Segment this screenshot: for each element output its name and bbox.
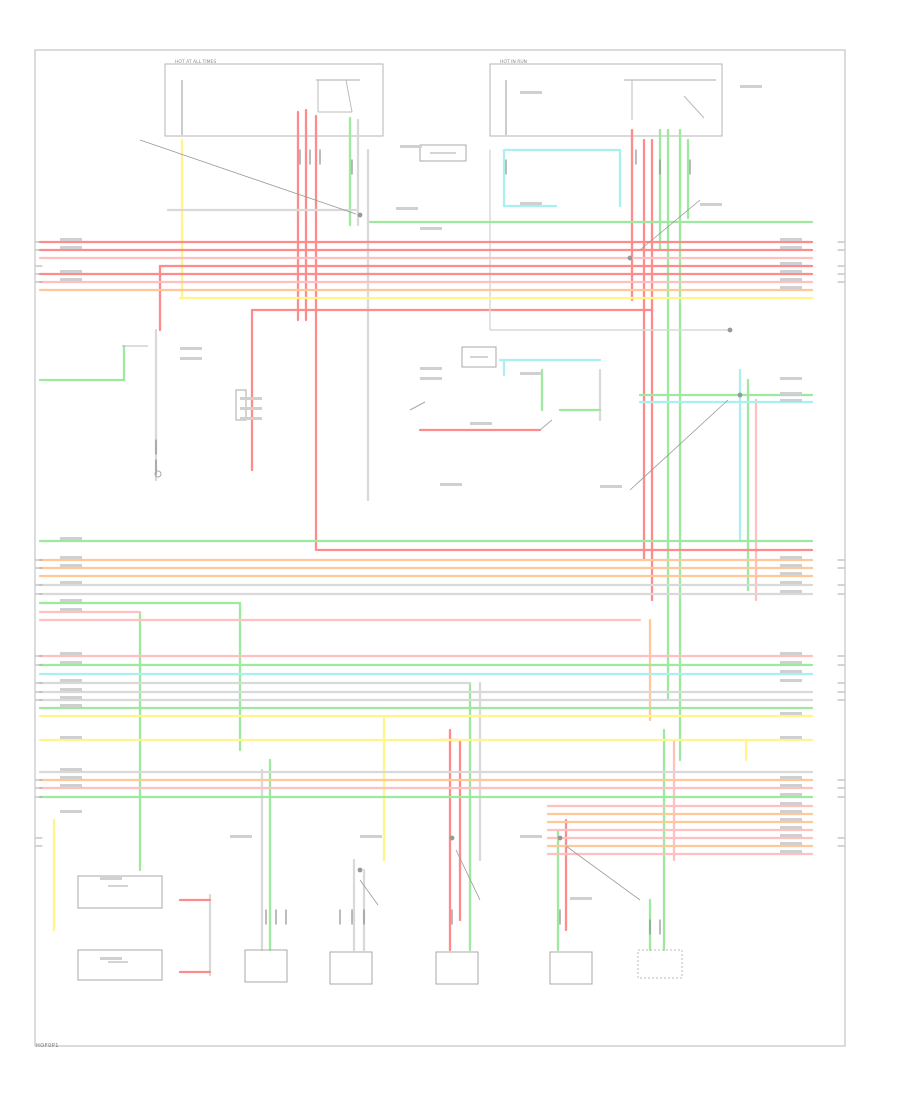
label-block-5 bbox=[780, 246, 802, 249]
bottom-components bbox=[244, 949, 683, 985]
connector-stubs bbox=[155, 149, 691, 935]
label-block-70 bbox=[396, 207, 418, 210]
label-block-13 bbox=[60, 581, 82, 584]
fuse-panel-right-label: HOT IN RUN bbox=[500, 59, 527, 65]
sensor-element-left bbox=[122, 345, 247, 478]
edge-terminal-ticks bbox=[35, 241, 845, 847]
label-block-8 bbox=[780, 278, 802, 281]
label-block-25 bbox=[60, 784, 82, 787]
diagram-border bbox=[34, 49, 846, 1047]
label-block-57 bbox=[240, 407, 262, 410]
label-block-9 bbox=[780, 286, 802, 289]
label-block-15 bbox=[60, 608, 82, 611]
label-block-2 bbox=[60, 270, 82, 273]
label-block-52 bbox=[420, 367, 442, 370]
label-block-26 bbox=[60, 810, 82, 813]
label-block-1 bbox=[60, 246, 82, 249]
label-block-36 bbox=[780, 712, 802, 715]
fuse-panel-left: HOT AT ALL TIMES bbox=[164, 59, 384, 137]
label-block-54 bbox=[520, 372, 542, 375]
label-block-3 bbox=[60, 278, 82, 281]
label-block-40 bbox=[780, 793, 802, 796]
fuse-panel-left-label: HOT AT ALL TIMES bbox=[175, 59, 216, 65]
label-block-56 bbox=[240, 397, 262, 400]
fuse-panel-right: HOT IN RUN bbox=[489, 59, 723, 137]
label-block-11 bbox=[60, 556, 82, 559]
label-block-0 bbox=[60, 238, 82, 241]
label-block-45 bbox=[780, 834, 802, 837]
label-block-20 bbox=[60, 696, 82, 699]
label-block-60 bbox=[180, 357, 202, 360]
label-block-53 bbox=[420, 377, 442, 380]
label-block-58 bbox=[240, 417, 262, 420]
label-block-21 bbox=[60, 704, 82, 707]
label-block-7 bbox=[780, 270, 802, 273]
label-block-73 bbox=[740, 85, 762, 88]
label-block-66 bbox=[570, 897, 592, 900]
label-block-4 bbox=[780, 238, 802, 241]
label-block-30 bbox=[780, 581, 802, 584]
page-id: HOF0P1 bbox=[36, 1043, 59, 1049]
label-block-46 bbox=[780, 842, 802, 845]
label-block-61 bbox=[100, 877, 122, 880]
label-block-63 bbox=[230, 835, 252, 838]
label-block-35 bbox=[780, 679, 802, 682]
label-block-12 bbox=[60, 564, 82, 567]
label-block-27 bbox=[780, 556, 802, 559]
label-blocks bbox=[60, 85, 802, 960]
label-block-74 bbox=[520, 91, 542, 94]
label-block-24 bbox=[60, 776, 82, 779]
label-block-67 bbox=[600, 485, 622, 488]
label-block-41 bbox=[780, 802, 802, 805]
label-block-28 bbox=[780, 564, 802, 567]
label-block-14 bbox=[60, 599, 82, 602]
label-block-18 bbox=[60, 679, 82, 682]
relay-box-upper bbox=[419, 144, 467, 162]
label-block-42 bbox=[780, 810, 802, 813]
label-block-23 bbox=[60, 768, 82, 771]
label-block-33 bbox=[780, 661, 802, 664]
horizontal-wires bbox=[38, 208, 814, 856]
label-block-19 bbox=[60, 688, 82, 691]
label-block-39 bbox=[780, 784, 802, 787]
label-block-34 bbox=[780, 670, 802, 673]
label-block-43 bbox=[780, 818, 802, 821]
label-block-44 bbox=[780, 826, 802, 829]
label-block-59 bbox=[180, 347, 202, 350]
leader-lines bbox=[139, 139, 729, 906]
label-block-62 bbox=[100, 957, 122, 960]
pressure-switch-boxes bbox=[77, 875, 163, 981]
label-block-16 bbox=[60, 652, 82, 655]
label-block-65 bbox=[520, 835, 542, 838]
label-block-49 bbox=[780, 392, 802, 395]
label-block-68 bbox=[440, 483, 462, 486]
label-block-48 bbox=[780, 377, 802, 380]
label-block-51 bbox=[520, 202, 542, 205]
label-block-31 bbox=[780, 590, 802, 593]
label-block-37 bbox=[780, 736, 802, 739]
switch-symbol-mid bbox=[409, 346, 553, 431]
label-block-71 bbox=[420, 227, 442, 230]
label-block-72 bbox=[700, 203, 722, 206]
label-block-38 bbox=[780, 776, 802, 779]
label-block-6 bbox=[780, 262, 802, 265]
label-block-10 bbox=[60, 537, 82, 540]
label-block-29 bbox=[780, 572, 802, 575]
label-block-17 bbox=[60, 661, 82, 664]
label-block-50 bbox=[780, 399, 802, 402]
label-block-69 bbox=[400, 145, 422, 148]
label-block-22 bbox=[60, 736, 82, 739]
splice-points bbox=[357, 212, 743, 873]
label-block-55 bbox=[470, 422, 492, 425]
label-block-47 bbox=[780, 850, 802, 853]
label-block-32 bbox=[780, 652, 802, 655]
label-block-64 bbox=[360, 835, 382, 838]
